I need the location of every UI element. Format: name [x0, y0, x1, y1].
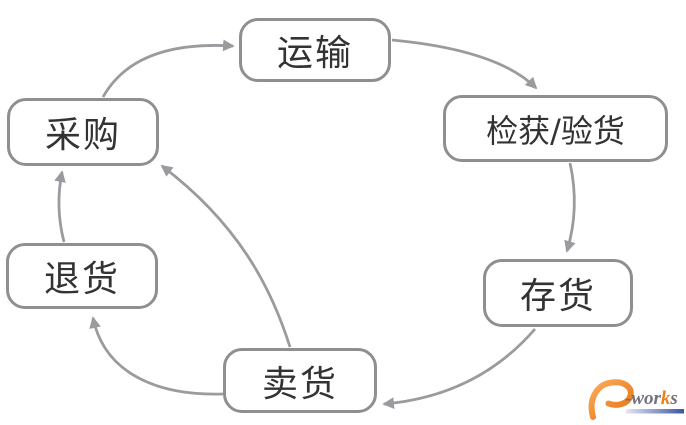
eworks-logo-e-icon	[588, 379, 634, 420]
eworks-watermark: -works	[588, 379, 686, 425]
node-transport-label: 运输	[276, 33, 353, 74]
node-transport: 运输	[239, 18, 391, 82]
edge-store-to-sell	[382, 328, 537, 409]
node-receive-inspect-label: 检获/验货	[486, 111, 625, 150]
eworks-logo-bar	[626, 409, 684, 414]
node-sell: 卖货	[223, 348, 377, 413]
node-purchase-label: 采购	[44, 115, 121, 156]
edge-return-to-purchase	[54, 170, 66, 243]
node-receive-inspect: 检获/验货	[443, 95, 668, 162]
node-purchase: 采购	[7, 98, 159, 166]
edge-inspect-to-store	[564, 162, 576, 253]
watermark-prefix: -wor	[625, 388, 662, 409]
edge-purchase-to-transport	[101, 39, 235, 98]
node-sell-label: 卖货	[261, 363, 338, 405]
node-store: 存货	[483, 259, 633, 327]
node-store-label: 存货	[519, 276, 596, 317]
edge-sell-to-return	[89, 316, 224, 396]
watermark-suffix: s	[669, 388, 677, 409]
edge-sell-to-purchase	[160, 164, 292, 348]
watermark-highlight: k	[661, 388, 671, 409]
node-return: 退货	[6, 243, 158, 309]
eworks-logo: -works	[588, 379, 684, 420]
edge-transport-to-inspect	[391, 38, 538, 90]
eworks-logo-text: -works	[625, 388, 678, 409]
node-return-label: 退货	[43, 259, 120, 300]
